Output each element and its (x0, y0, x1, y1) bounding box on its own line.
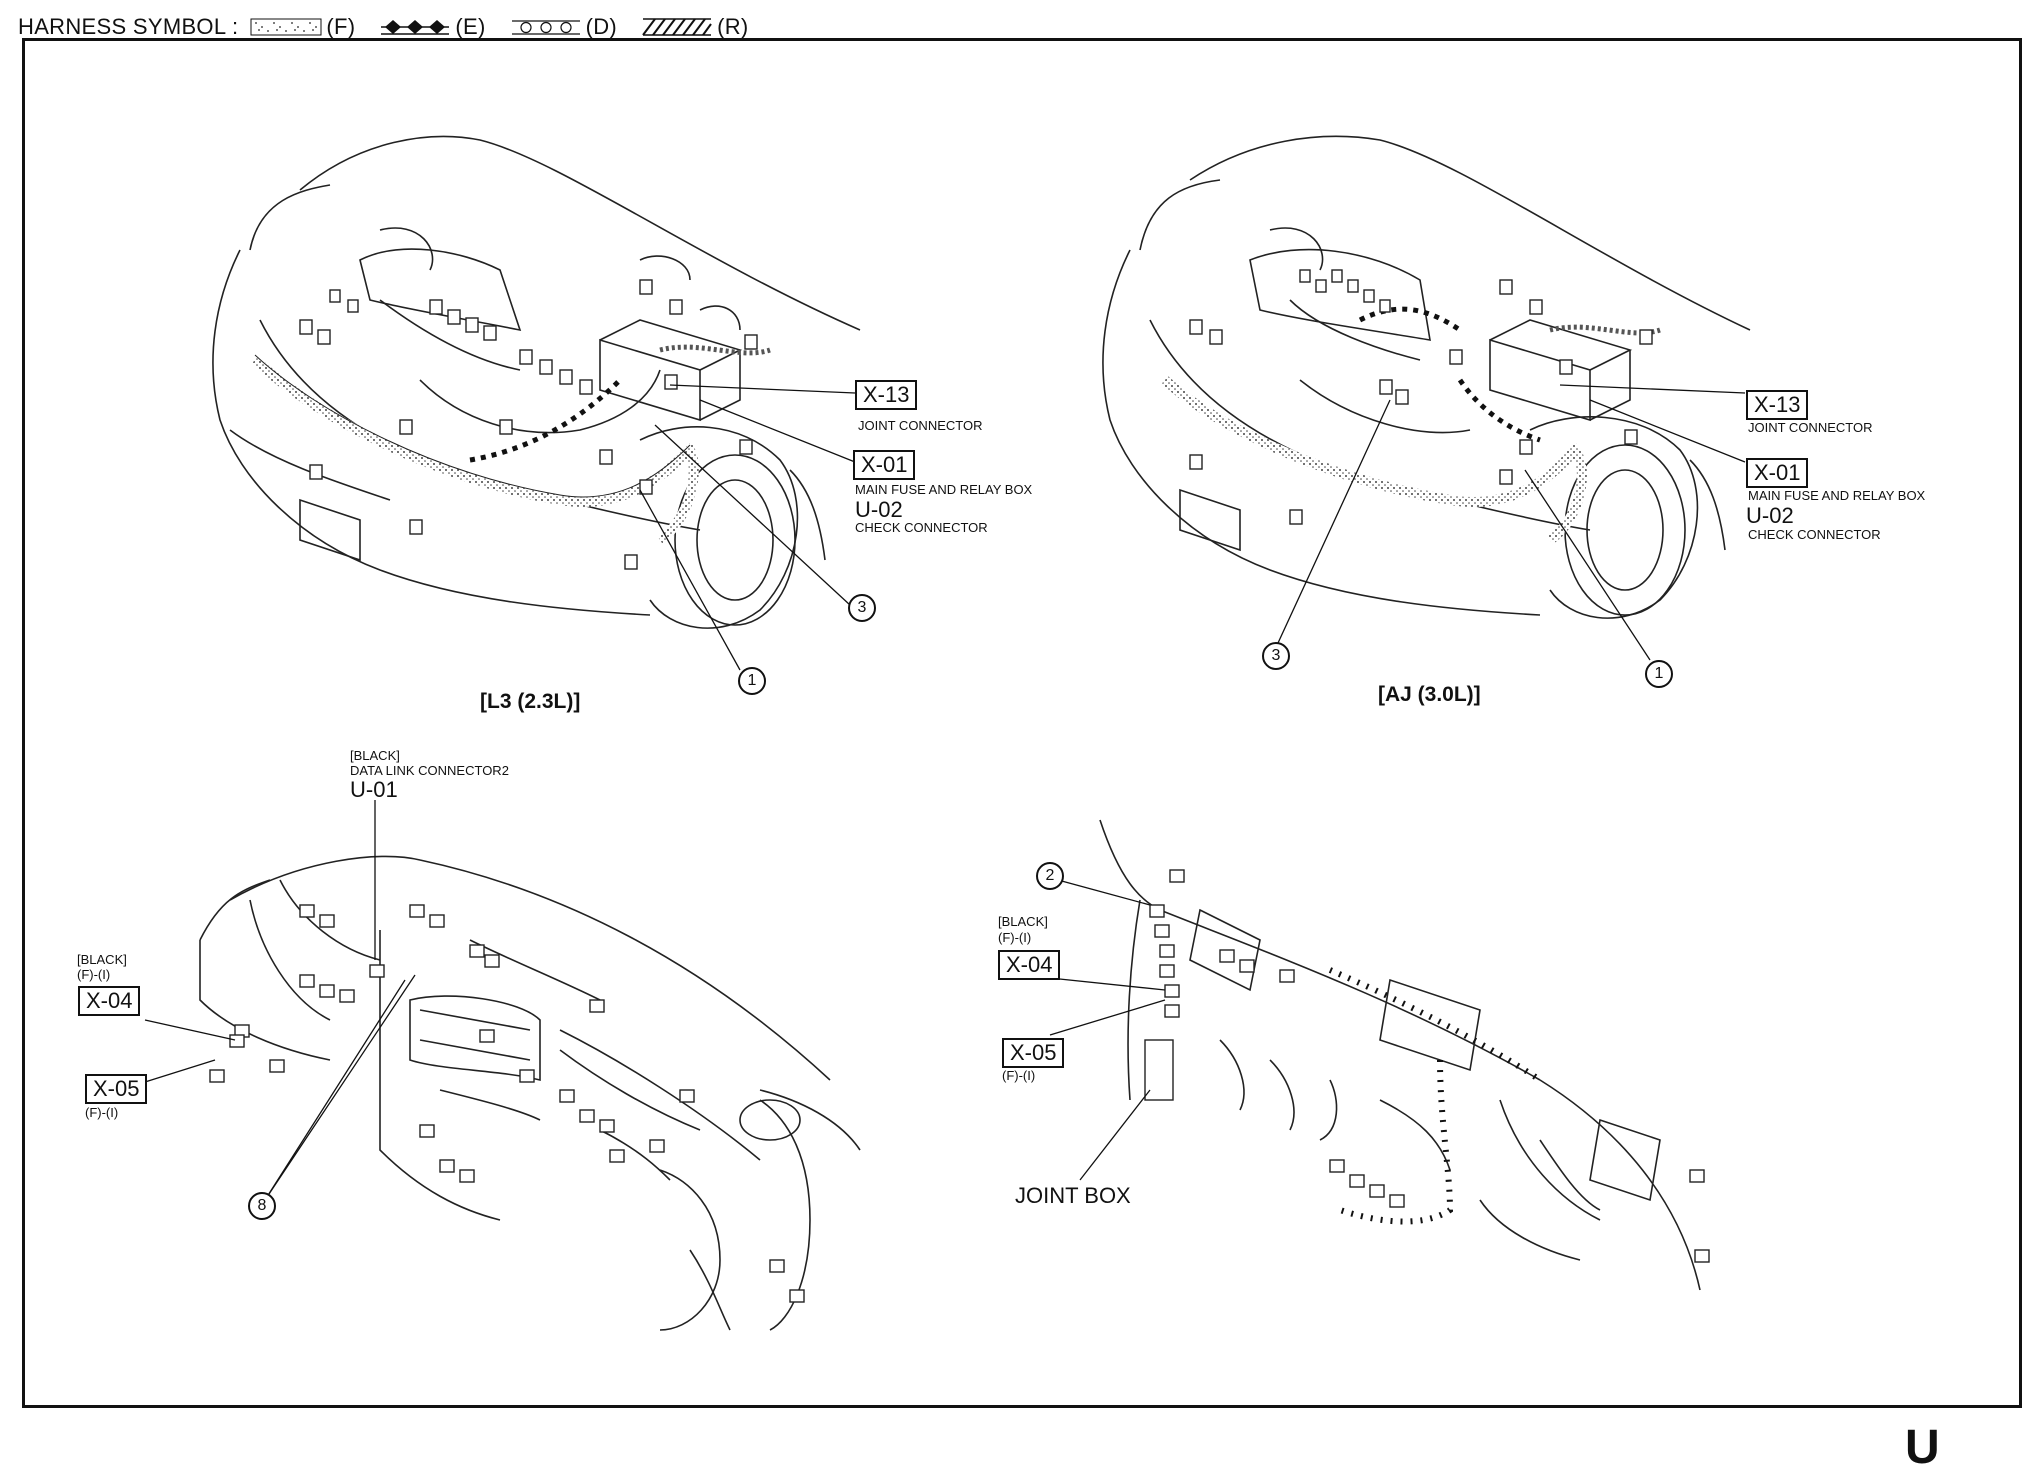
engine-aj-x01-id: X-01 (1746, 458, 1809, 488)
legend-label: HARNESS SYMBOL : (18, 14, 239, 39)
engine-aj-x01-desc: MAIN FUSE AND RELAY BOX (1748, 488, 1926, 503)
dash-left-u01-desc: DATA LINK CONNECTOR2 (350, 763, 509, 778)
dotted-band-icon (250, 18, 322, 36)
engine-aj-callout-3: 3 (1262, 642, 1290, 670)
dash-left-x04-code: (F)-(I) (77, 967, 111, 982)
engine-aj-x13-desc: JOINT CONNECTOR (1748, 420, 1873, 435)
dash-right-drawing (1099, 819, 1701, 1291)
engine-l3-harness-e (469, 378, 622, 463)
dash-right-x04-color: [BLACK] (998, 914, 1048, 929)
engine-aj-leader-lines (1277, 384, 1746, 661)
dash-left-u01-color: [BLACK] (350, 748, 400, 763)
dash-right-x04-code: (F)-(I) (998, 930, 1032, 945)
page-letter: U (1905, 1421, 1940, 1474)
dash-left-drawing (199, 855, 861, 1331)
legend-code-e: (E) (455, 14, 486, 39)
engine-aj-connectors (1189, 269, 1653, 525)
engine-l3-x01-id: X-01 (853, 450, 916, 480)
dash-left-x04-id: X-04 (78, 986, 141, 1016)
dash-left-x05-id: X-05 (85, 1074, 148, 1104)
engine-l3-harness-f (251, 356, 699, 545)
joint-box-label: JOINT BOX (1015, 1183, 1131, 1208)
dash-right-x05-id: X-05 (1002, 1038, 1065, 1068)
dash-left-callout-8: 8 (248, 1192, 276, 1220)
engine-aj-u02-id: U-02 (1746, 503, 1794, 528)
dash-left-connectors (209, 904, 805, 1303)
dash-right-connectors (1144, 869, 1710, 1263)
engine-aj-x13-id: X-13 (1746, 390, 1809, 420)
dash-left-u01-id: U-01 (350, 777, 398, 802)
legend-code-r: (R) (717, 14, 749, 39)
engine-aj-callout-1: 1 (1645, 660, 1673, 688)
diamond-chain-icon (381, 20, 450, 35)
engine-l3-x01-desc: MAIN FUSE AND RELAY BOX (855, 482, 1033, 497)
engine-l3-title: [L3 (2.3L)] (480, 690, 581, 713)
engine-l3-u02-id: U-02 (855, 497, 903, 522)
engine-l3-x13-desc: JOINT CONNECTOR (858, 418, 983, 433)
engine-aj-harness-f (1161, 376, 1587, 545)
dash-right-callout-2: 2 (1036, 862, 1064, 890)
engine-aj-drawing (1102, 135, 1751, 619)
legend-code-f: (F) (326, 14, 356, 39)
engine-l3-callout-3: 3 (848, 594, 876, 622)
engine-l3-u02-desc: CHECK CONNECTOR (855, 520, 988, 535)
engine-l3-x13-id: X-13 (855, 380, 918, 410)
dash-left-leader-lines (144, 800, 416, 1201)
hatched-band-icon (642, 18, 712, 36)
engine-l3-callout-1: 1 (738, 667, 766, 695)
diagram-frame (22, 38, 2022, 1408)
engine-l3-drawing (212, 135, 861, 629)
circle-chain-icon (511, 20, 580, 35)
engine-l3-leader-lines (639, 384, 856, 671)
engine-aj-title: [AJ (3.0L)] (1378, 683, 1481, 706)
dash-right-x05-code: (F)-(I) (1002, 1068, 1036, 1083)
legend-code-d: (D) (585, 14, 618, 39)
engine-l3-connectors (299, 279, 758, 570)
engine-aj-u02-desc: CHECK CONNECTOR (1748, 527, 1881, 542)
harness-symbol-legend: HARNESS SYMBOL : (F) (E) (D) (R) (18, 10, 769, 44)
dash-right-leader-lines (1049, 879, 1166, 1181)
dash-right-x04-id: X-04 (998, 950, 1061, 980)
dash-left-x05-code: (F)-(I) (85, 1105, 119, 1120)
dash-left-x04-color: [BLACK] (77, 952, 127, 967)
dash-right-harness-d (1328, 967, 1542, 1083)
